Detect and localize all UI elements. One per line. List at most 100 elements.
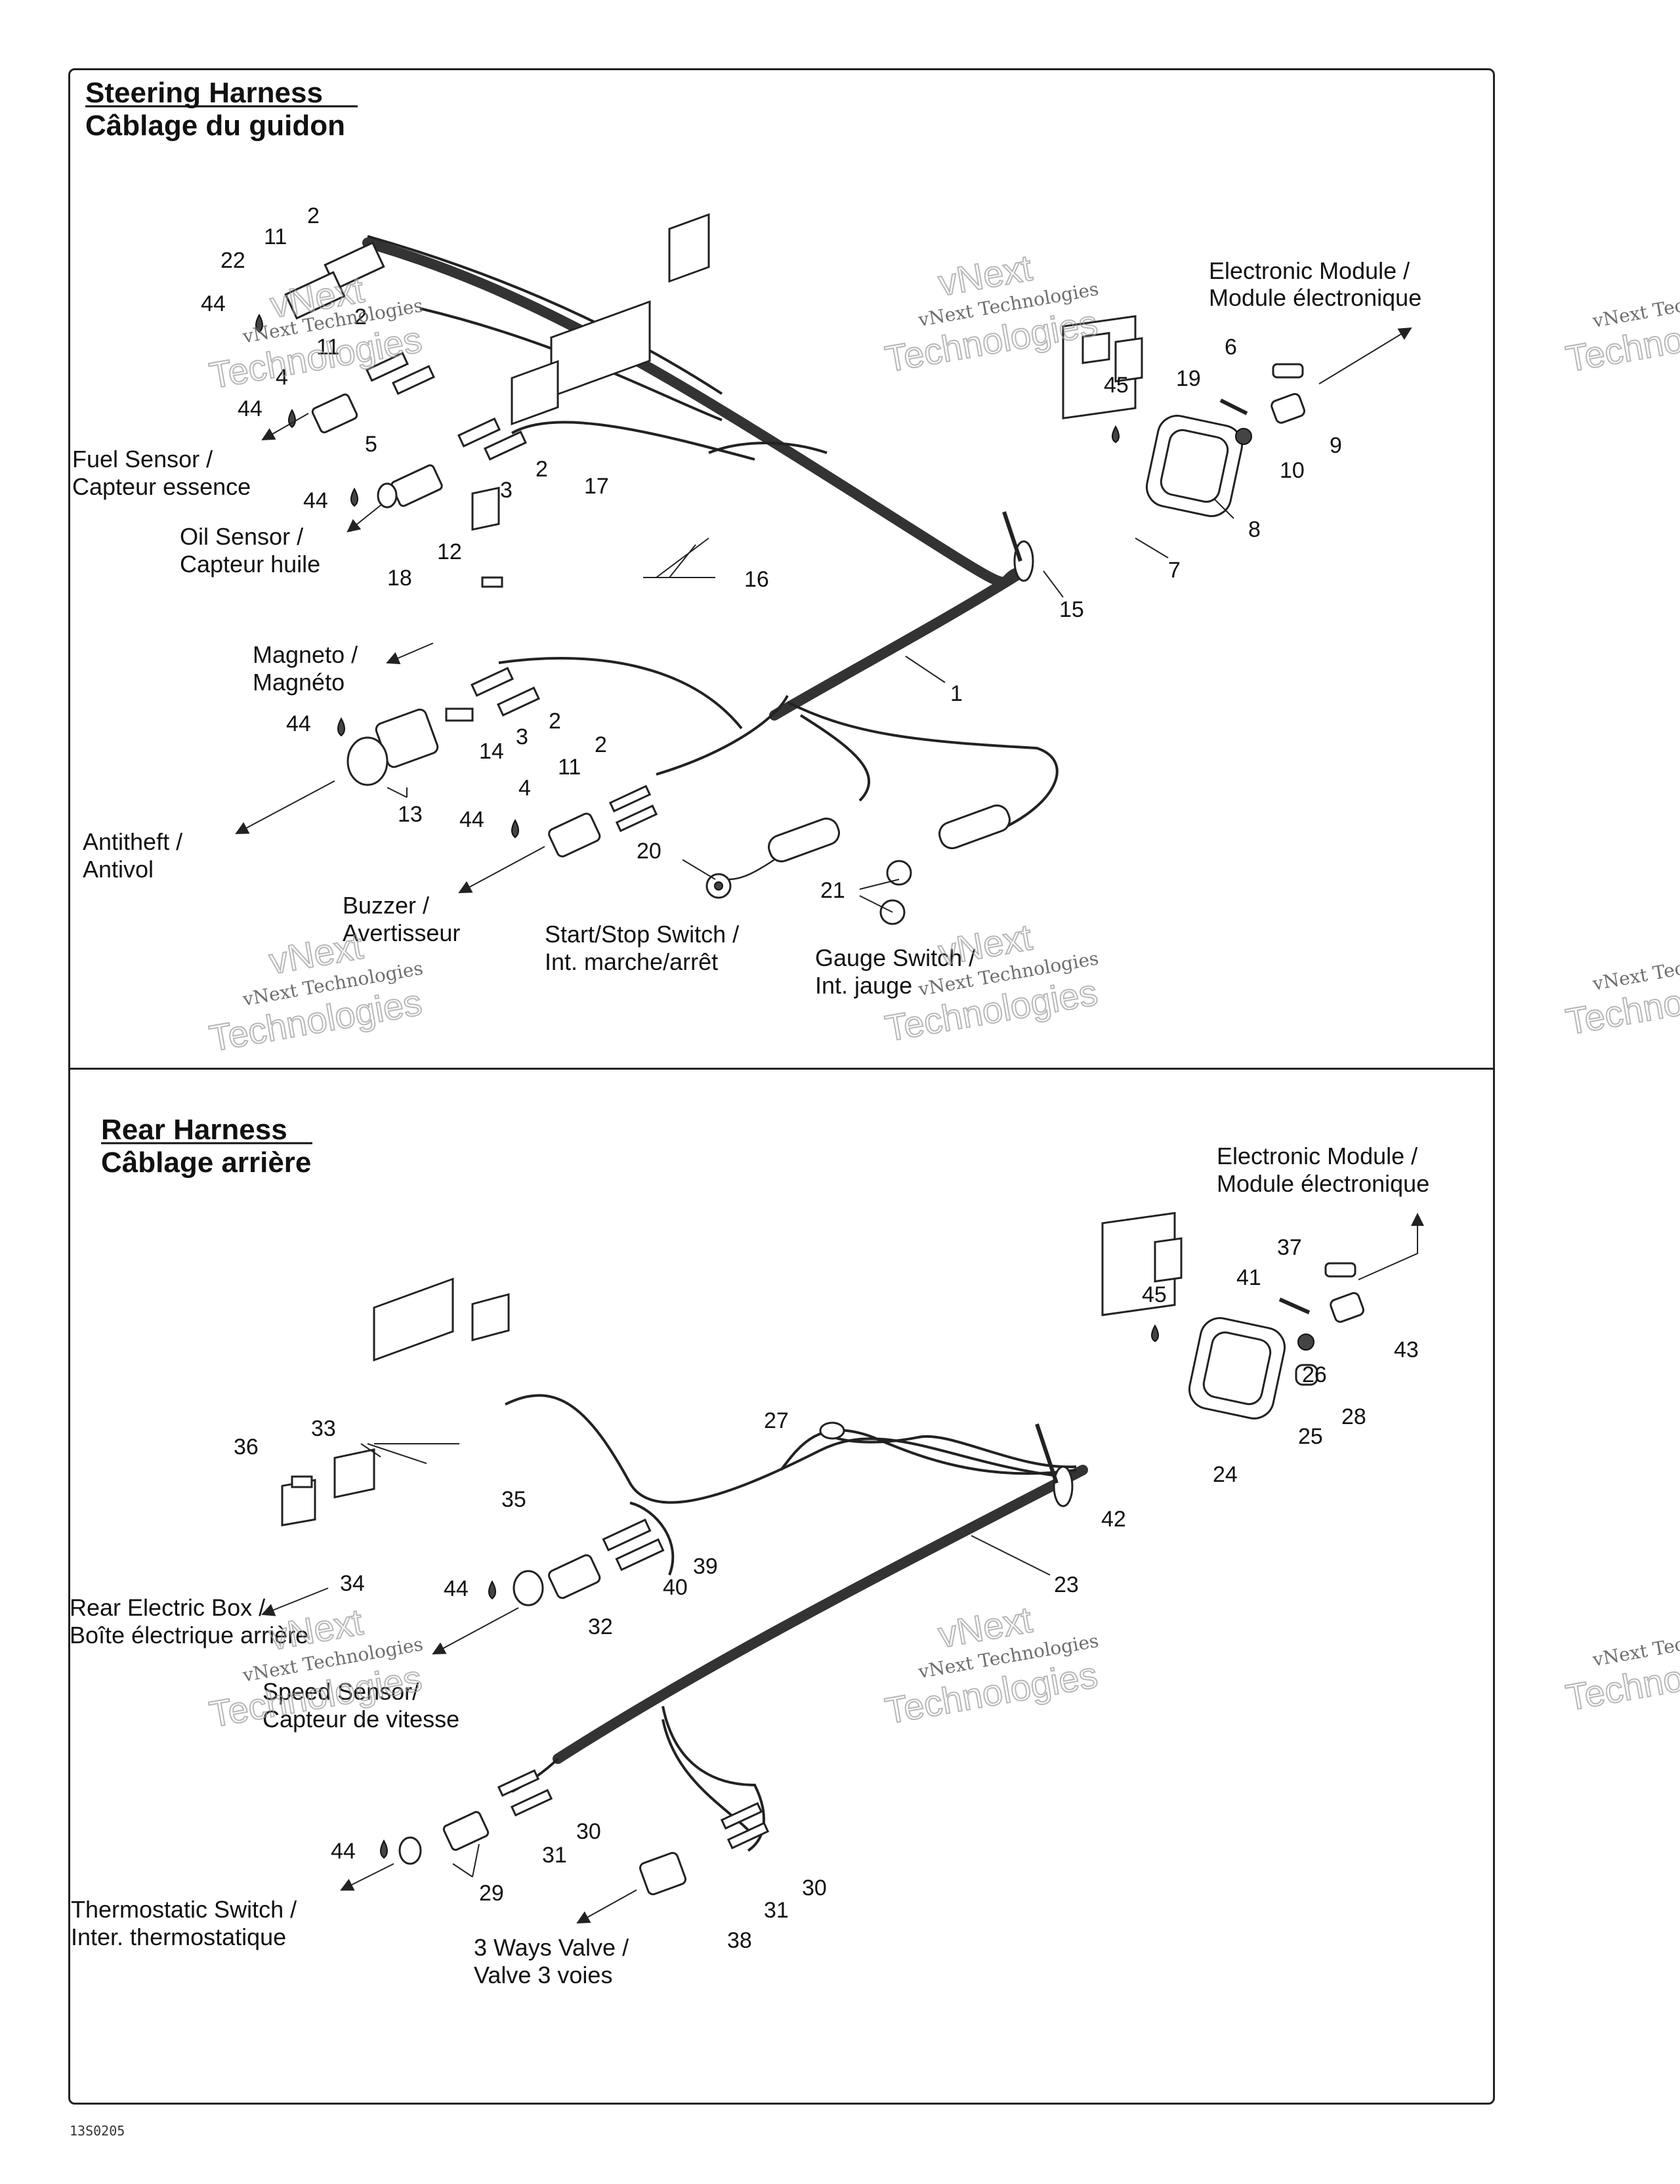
screw-19 [1219,398,1248,415]
thermostatic-group [380,1769,553,1865]
callout: 2 [307,203,320,228]
rear-title-fr: Câblage arrière [101,1146,311,1179]
callout: 20 [637,839,662,864]
steering-section: Steering Harness Câblage du guidon [72,77,1421,999]
callout: 32 [588,1614,613,1639]
seal-13 [346,736,388,786]
speed-sensor-group [488,1519,665,1606]
callout: 39 [693,1554,718,1579]
label-oil-sensor-fr: Capteur huile [180,551,320,578]
magneto-group [337,667,540,786]
callout: 4 [518,776,531,801]
rear-title-en: Rear Harness [101,1114,287,1146]
watermark-1: vNext vNext Technologies Technologies [205,268,425,397]
label-antitheft-en: Antitheft / [83,828,182,855]
drop-44-rear-a [488,1580,496,1600]
part-18 [471,486,500,531]
callout: 31 [764,1898,789,1923]
label-rear-box-en: Rear Electric Box / [70,1594,265,1621]
label-speed-sensor-fr: Capteur de vitesse [262,1706,459,1732]
label-magneto-fr: Magnéto [253,669,345,696]
steering-title-en: Steering Harness [85,77,323,109]
callout: 28 [1341,1404,1366,1429]
rear-harness-panel [68,1068,1495,2105]
label-start-stop-en: Start/Stop Switch / [545,921,739,948]
pin-14 [445,707,474,722]
screw-6 [1272,363,1304,379]
callout: 15 [1059,597,1084,622]
seal-small [377,482,398,509]
nut-26 [1297,1334,1314,1351]
callout: 45 [1142,1282,1167,1307]
label-gauge-switch-en: Gauge Switch / [815,944,975,971]
callout: 35 [501,1487,526,1512]
callout: 12 [437,539,462,564]
drop-45-rear [1151,1324,1159,1343]
terminal-43 [1330,1292,1365,1323]
callout: 26 [1302,1362,1327,1387]
ring-terminal-27 [819,1421,845,1440]
steering-title-fr: Câblage du guidon [85,110,345,142]
callout: 38 [727,1928,752,1953]
label-thermo-fr: Inter. thermostatique [71,1923,286,1950]
callout: 41 [1236,1265,1261,1290]
callout: 11 [316,335,339,360]
callout: 2 [595,732,607,757]
seal-8 [1145,415,1244,517]
callout: 44 [286,711,311,736]
callout: 24 [1213,1462,1238,1487]
callout: 16 [744,567,769,592]
callout: 29 [479,1881,504,1906]
seal-25 [1188,1317,1286,1419]
callout: 3 [516,724,528,749]
connector-16 [471,213,710,588]
callout: 18 [387,566,412,591]
cap-28 [1295,1364,1318,1386]
start-stop-switch-20 [705,817,840,899]
label-oil-sensor-en: Oil Sensor / [180,523,303,550]
drop-44-a [255,313,263,333]
callout: 44 [444,1576,469,1601]
callout: 19 [1176,366,1201,391]
drop-44-e [511,818,519,839]
connector-7 [1062,315,1143,420]
callout: 31 [542,1843,567,1868]
buzzer-group [511,784,658,858]
callout: 22 [220,248,245,273]
callout: 30 [576,1819,601,1844]
label-start-stop-fr: Int. marche/arrêt [545,948,718,975]
callout: 37 [1277,1235,1302,1260]
rear-main-harness [553,1465,1088,1764]
callout: 45 [1104,373,1129,398]
callout: 8 [1248,517,1261,542]
label-fuel-sensor-en: Fuel Sensor / [72,446,213,472]
label-buzzer-fr: Avertisseur [343,919,460,946]
callout: 33 [311,1416,336,1441]
callout: 2 [549,709,561,734]
steering-labels: Electronic Module / Module électronique … [72,257,1421,999]
label-antitheft-fr: Antivol [83,856,154,883]
rear-electric-box [281,1277,510,1526]
callout: 11 [264,224,287,249]
watermark-edge-3: vNext Technologies Technologies [1562,1618,1680,1719]
callout: 43 [1394,1337,1419,1362]
screw-37 [1324,1262,1356,1278]
screw-36 [291,1475,313,1488]
callout: 6 [1225,335,1237,360]
callout: 44 [331,1839,356,1864]
connector-4 [311,393,358,434]
label-rear-electronic-module-en: Electronic Module / [1217,1143,1418,1169]
callout: 27 [764,1408,789,1433]
callout: 17 [584,474,609,499]
callout: 44 [238,396,262,421]
callout: 14 [479,739,504,764]
callout: 21 [820,878,845,903]
connector-5 [390,464,443,507]
connector-4-b [548,812,601,858]
drop-44-c [350,487,358,507]
callout: 2 [536,457,548,482]
drop-44-b [288,408,296,429]
callout: 30 [802,1876,827,1900]
gauge-switch-21 [879,804,1011,925]
label-valve-en: 3 Ways Valve / [474,1934,629,1961]
